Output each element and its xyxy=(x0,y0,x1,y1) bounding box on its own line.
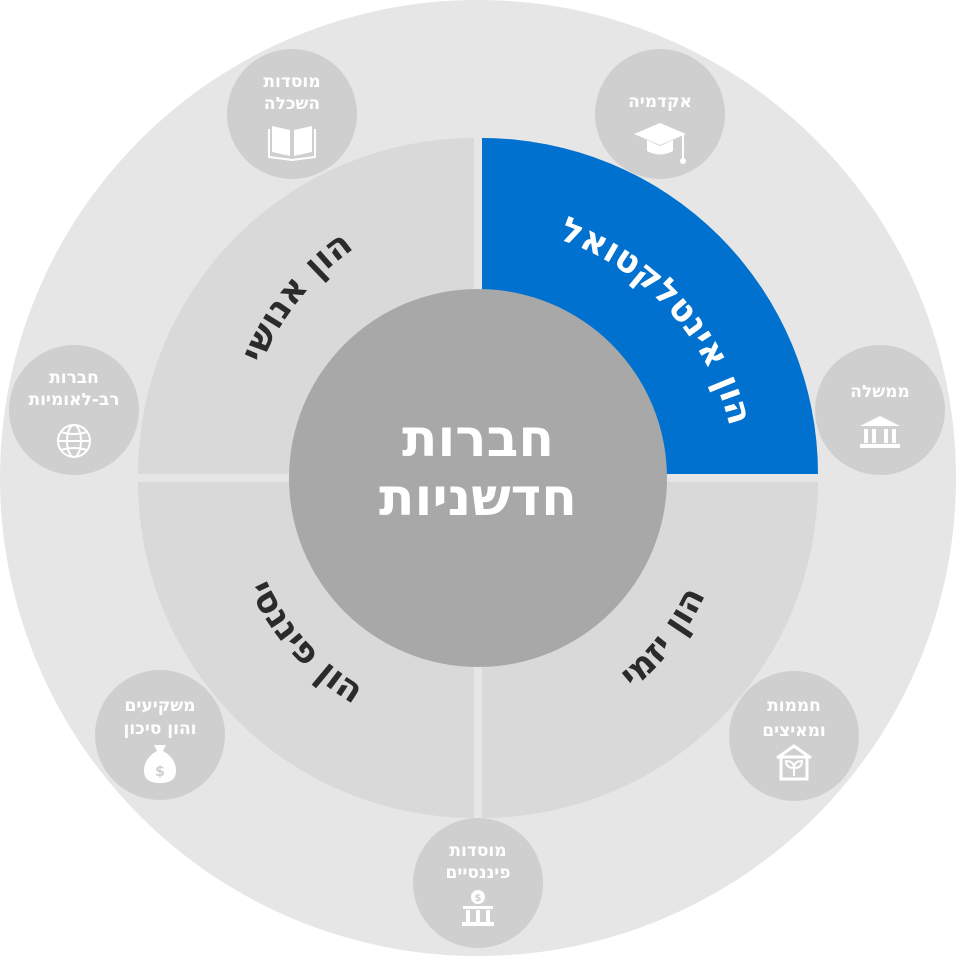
node-education-label-line-1: מוסדות xyxy=(263,72,320,92)
open-book-icon xyxy=(268,126,316,162)
bank-icon: $ xyxy=(462,890,494,926)
globe-icon xyxy=(57,424,91,458)
node-incubators-label-line-2: ומאיצים xyxy=(762,721,825,741)
node-multinationals[interactable]: חברות רב-לאומיות xyxy=(9,345,139,475)
money-bag-icon: $ xyxy=(144,745,176,783)
center-title-line-2: חדשניות xyxy=(379,468,577,528)
node-incubators-label-line-1: חממות xyxy=(767,696,821,716)
node-investors[interactable]: משקיעים והון סיכון $ xyxy=(95,670,225,800)
node-incubators[interactable]: חממות ומאיצים xyxy=(729,671,859,801)
node-financial-institutions-label-line-2: פיננסיים xyxy=(446,863,511,883)
node-financial-institutions-label-line-1: מוסדות xyxy=(449,841,506,861)
center-title-line-1: חברות xyxy=(402,409,554,469)
svg-text:$: $ xyxy=(155,764,165,780)
node-government[interactable]: ממשלה xyxy=(815,345,945,475)
greenhouse-icon xyxy=(776,744,812,781)
node-investors-label-line-2: והון סיכון xyxy=(124,719,197,739)
node-multinationals-label-line-2: רב-לאומיות xyxy=(29,390,120,410)
node-academia-label: אקדמיה xyxy=(628,92,692,112)
node-government-label: ממשלה xyxy=(850,382,909,402)
government-building-icon xyxy=(860,416,900,448)
node-multinationals-label-line-1: חברות xyxy=(49,368,99,388)
node-education[interactable]: מוסדות השכלה xyxy=(227,49,357,179)
svg-text:$: $ xyxy=(475,893,482,904)
node-education-label-line-2: השכלה xyxy=(264,94,320,114)
graduation-cap-icon xyxy=(634,123,686,164)
node-investors-label-line-1: משקיעים xyxy=(125,696,196,716)
center-circle[interactable] xyxy=(289,289,667,667)
node-financial-institutions[interactable]: מוסדות פיננסיים $ xyxy=(413,818,543,948)
node-academia[interactable]: אקדמיה xyxy=(595,49,725,179)
